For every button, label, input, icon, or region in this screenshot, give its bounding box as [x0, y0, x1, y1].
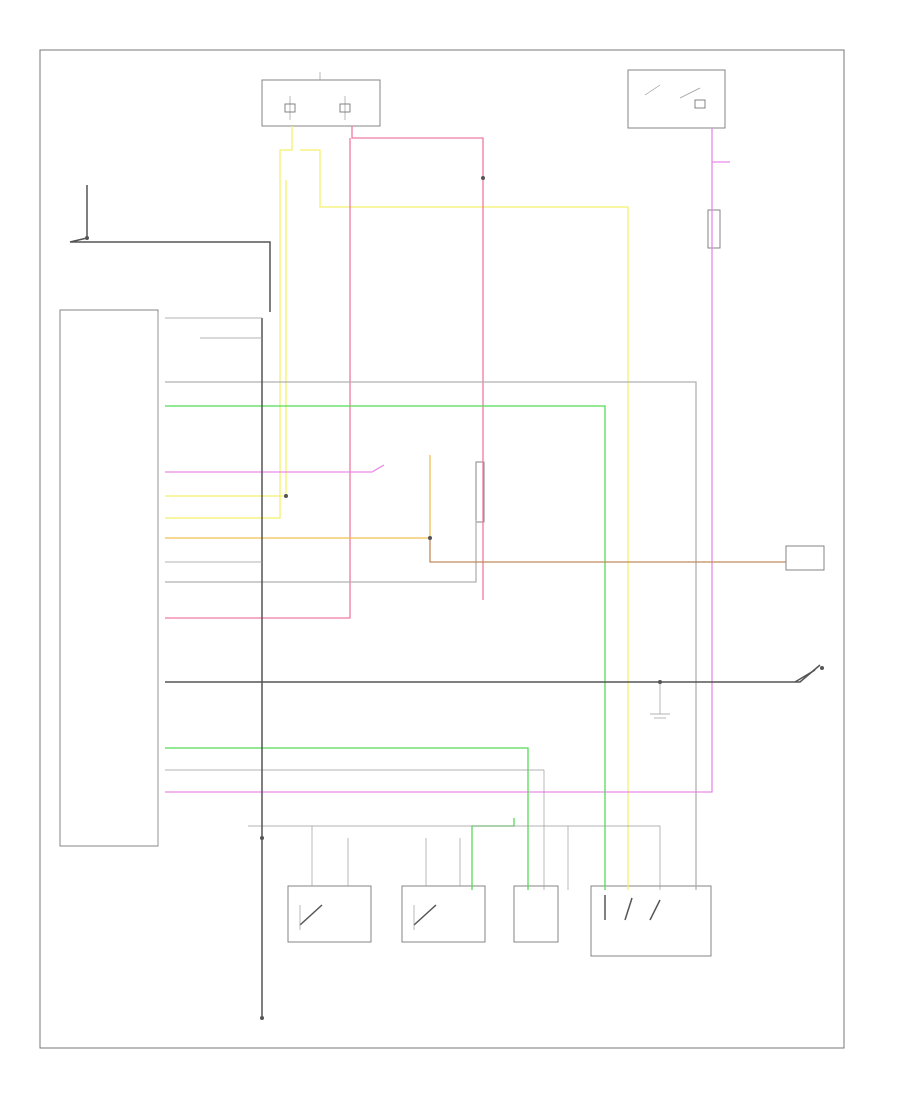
pink-wire-2 [165, 138, 351, 619]
right-module-box [785, 545, 825, 571]
magenta-wire-1 [165, 128, 713, 793]
left-tensioner-sensor [287, 885, 372, 943]
magenta-wire-2 [165, 464, 385, 473]
yellow-wire-2 [300, 149, 629, 890]
green-wire-3 [471, 818, 515, 890]
dark-ground-wire [165, 317, 821, 1018]
center-connector-block [475, 461, 485, 523]
top-fuse-block [261, 72, 381, 127]
seat-belt-switch [794, 666, 824, 683]
control-module-box [59, 309, 159, 847]
gray-wire-2 [165, 520, 477, 583]
connector-strip [157, 312, 263, 846]
gray-wire-3 [165, 769, 661, 890]
brown-wire-1 [429, 538, 786, 563]
yellow-wire-1 [165, 126, 293, 519]
gray-wire-1 [165, 381, 697, 890]
right-tensioner-sensor [401, 885, 486, 943]
left-ground-tap [69, 185, 271, 312]
top-right-relay-box [627, 69, 726, 129]
sensor-drop-lines [311, 826, 461, 886]
green-wire-2 [165, 747, 529, 890]
green-wire-1 [165, 405, 606, 890]
inflator-module-box [513, 885, 559, 943]
pink-wire-1 [351, 126, 484, 600]
junction-dots [85, 176, 662, 1020]
sensor-module-box [590, 885, 712, 957]
ground-symbol [650, 682, 670, 719]
diagram-frame [39, 49, 845, 1049]
right-inline-fuse [707, 209, 721, 249]
